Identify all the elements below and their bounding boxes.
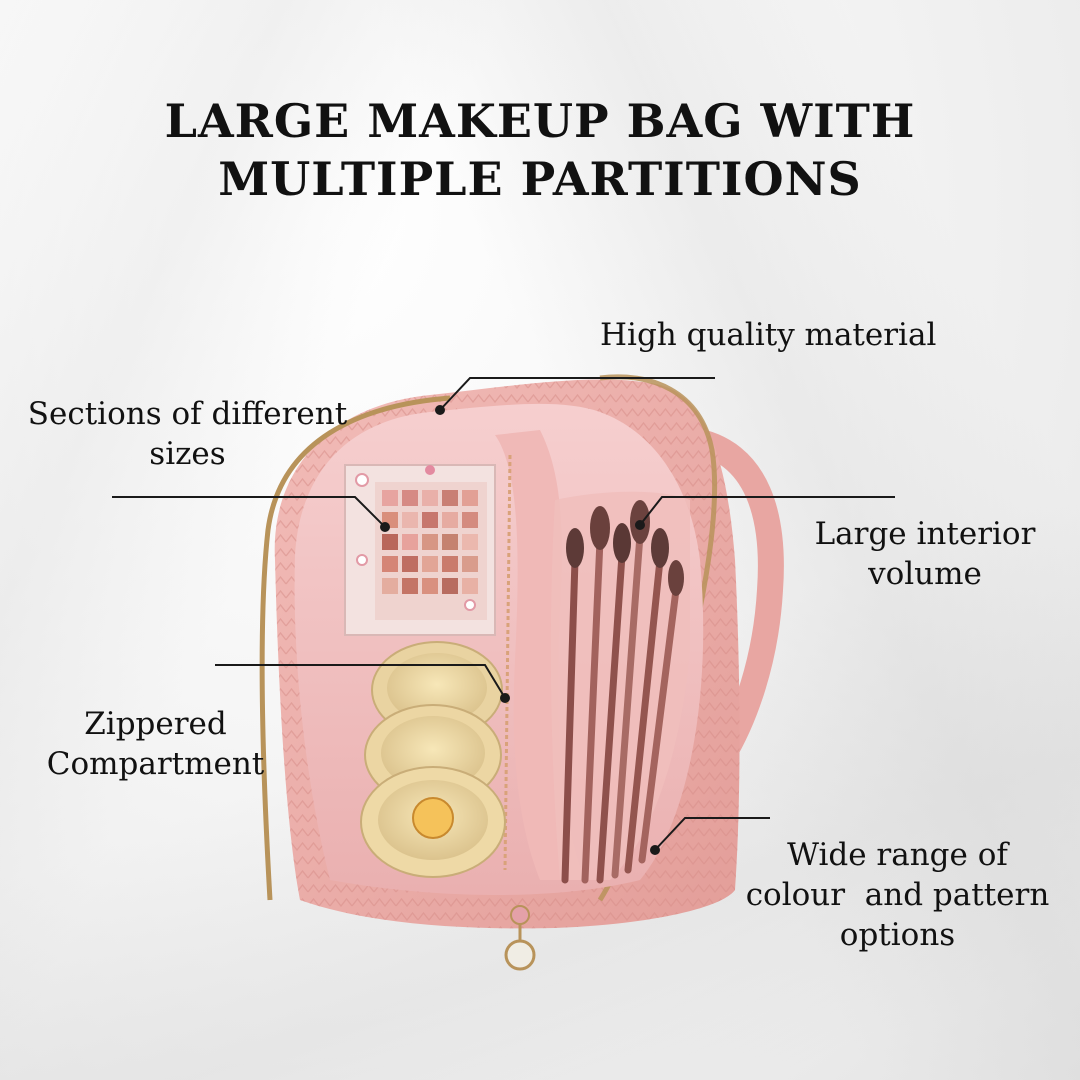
title-line-1: LARGE MAKEUP BAG WITH: [164, 94, 916, 148]
callout-range: Wide range of colour and pattern options: [735, 835, 1060, 955]
callout-zipper: Zippered Compartment: [38, 704, 273, 784]
title-line-2: MULTIPLE PARTITIONS: [218, 152, 862, 206]
callout-range-line-1: Wide range of: [787, 837, 1008, 873]
page-title: LARGE MAKEUP BAG WITH MULTIPLE PARTITION…: [0, 92, 1080, 208]
callout-interior-line-2: volume: [868, 556, 982, 592]
divider-panel: [495, 430, 585, 880]
eyeshadow-palette: [344, 464, 496, 636]
zipper-left: [259, 395, 451, 901]
callout-material: High quality material: [600, 315, 936, 355]
zipper-pull: [504, 905, 536, 971]
callout-interior-line-1: Large interior: [814, 516, 1036, 552]
dot-material: [435, 405, 445, 415]
callout-range-line-3: options: [839, 917, 956, 953]
leader-interior: [639, 496, 895, 526]
callout-sections-line-1: Sections of different: [27, 396, 348, 432]
dot-zipper: [500, 693, 510, 703]
callout-sections: Sections of different sizes: [20, 394, 355, 474]
callout-material-line-1: High quality material: [600, 317, 937, 353]
callout-dots: [380, 405, 660, 855]
callout-zipper-line-1: Zippered: [84, 706, 227, 742]
callout-interior: Large interior volume: [805, 514, 1045, 594]
dot-sections: [380, 522, 390, 532]
callout-zipper-line-2: Compartment: [46, 746, 265, 782]
bag-handle: [677, 427, 784, 773]
leader-zipper: [215, 664, 506, 699]
makeup-brushes: [561, 500, 684, 884]
leader-material: [439, 377, 715, 411]
callout-range-line-2: colour and pattern: [745, 877, 1050, 913]
cosmetic-jars: [360, 641, 506, 878]
callout-sections-line-2: sizes: [149, 436, 226, 472]
dot-interior: [635, 520, 645, 530]
dot-range: [650, 845, 660, 855]
leader-sections: [112, 496, 386, 528]
callout-lines: [112, 377, 895, 851]
leader-range: [654, 817, 770, 851]
